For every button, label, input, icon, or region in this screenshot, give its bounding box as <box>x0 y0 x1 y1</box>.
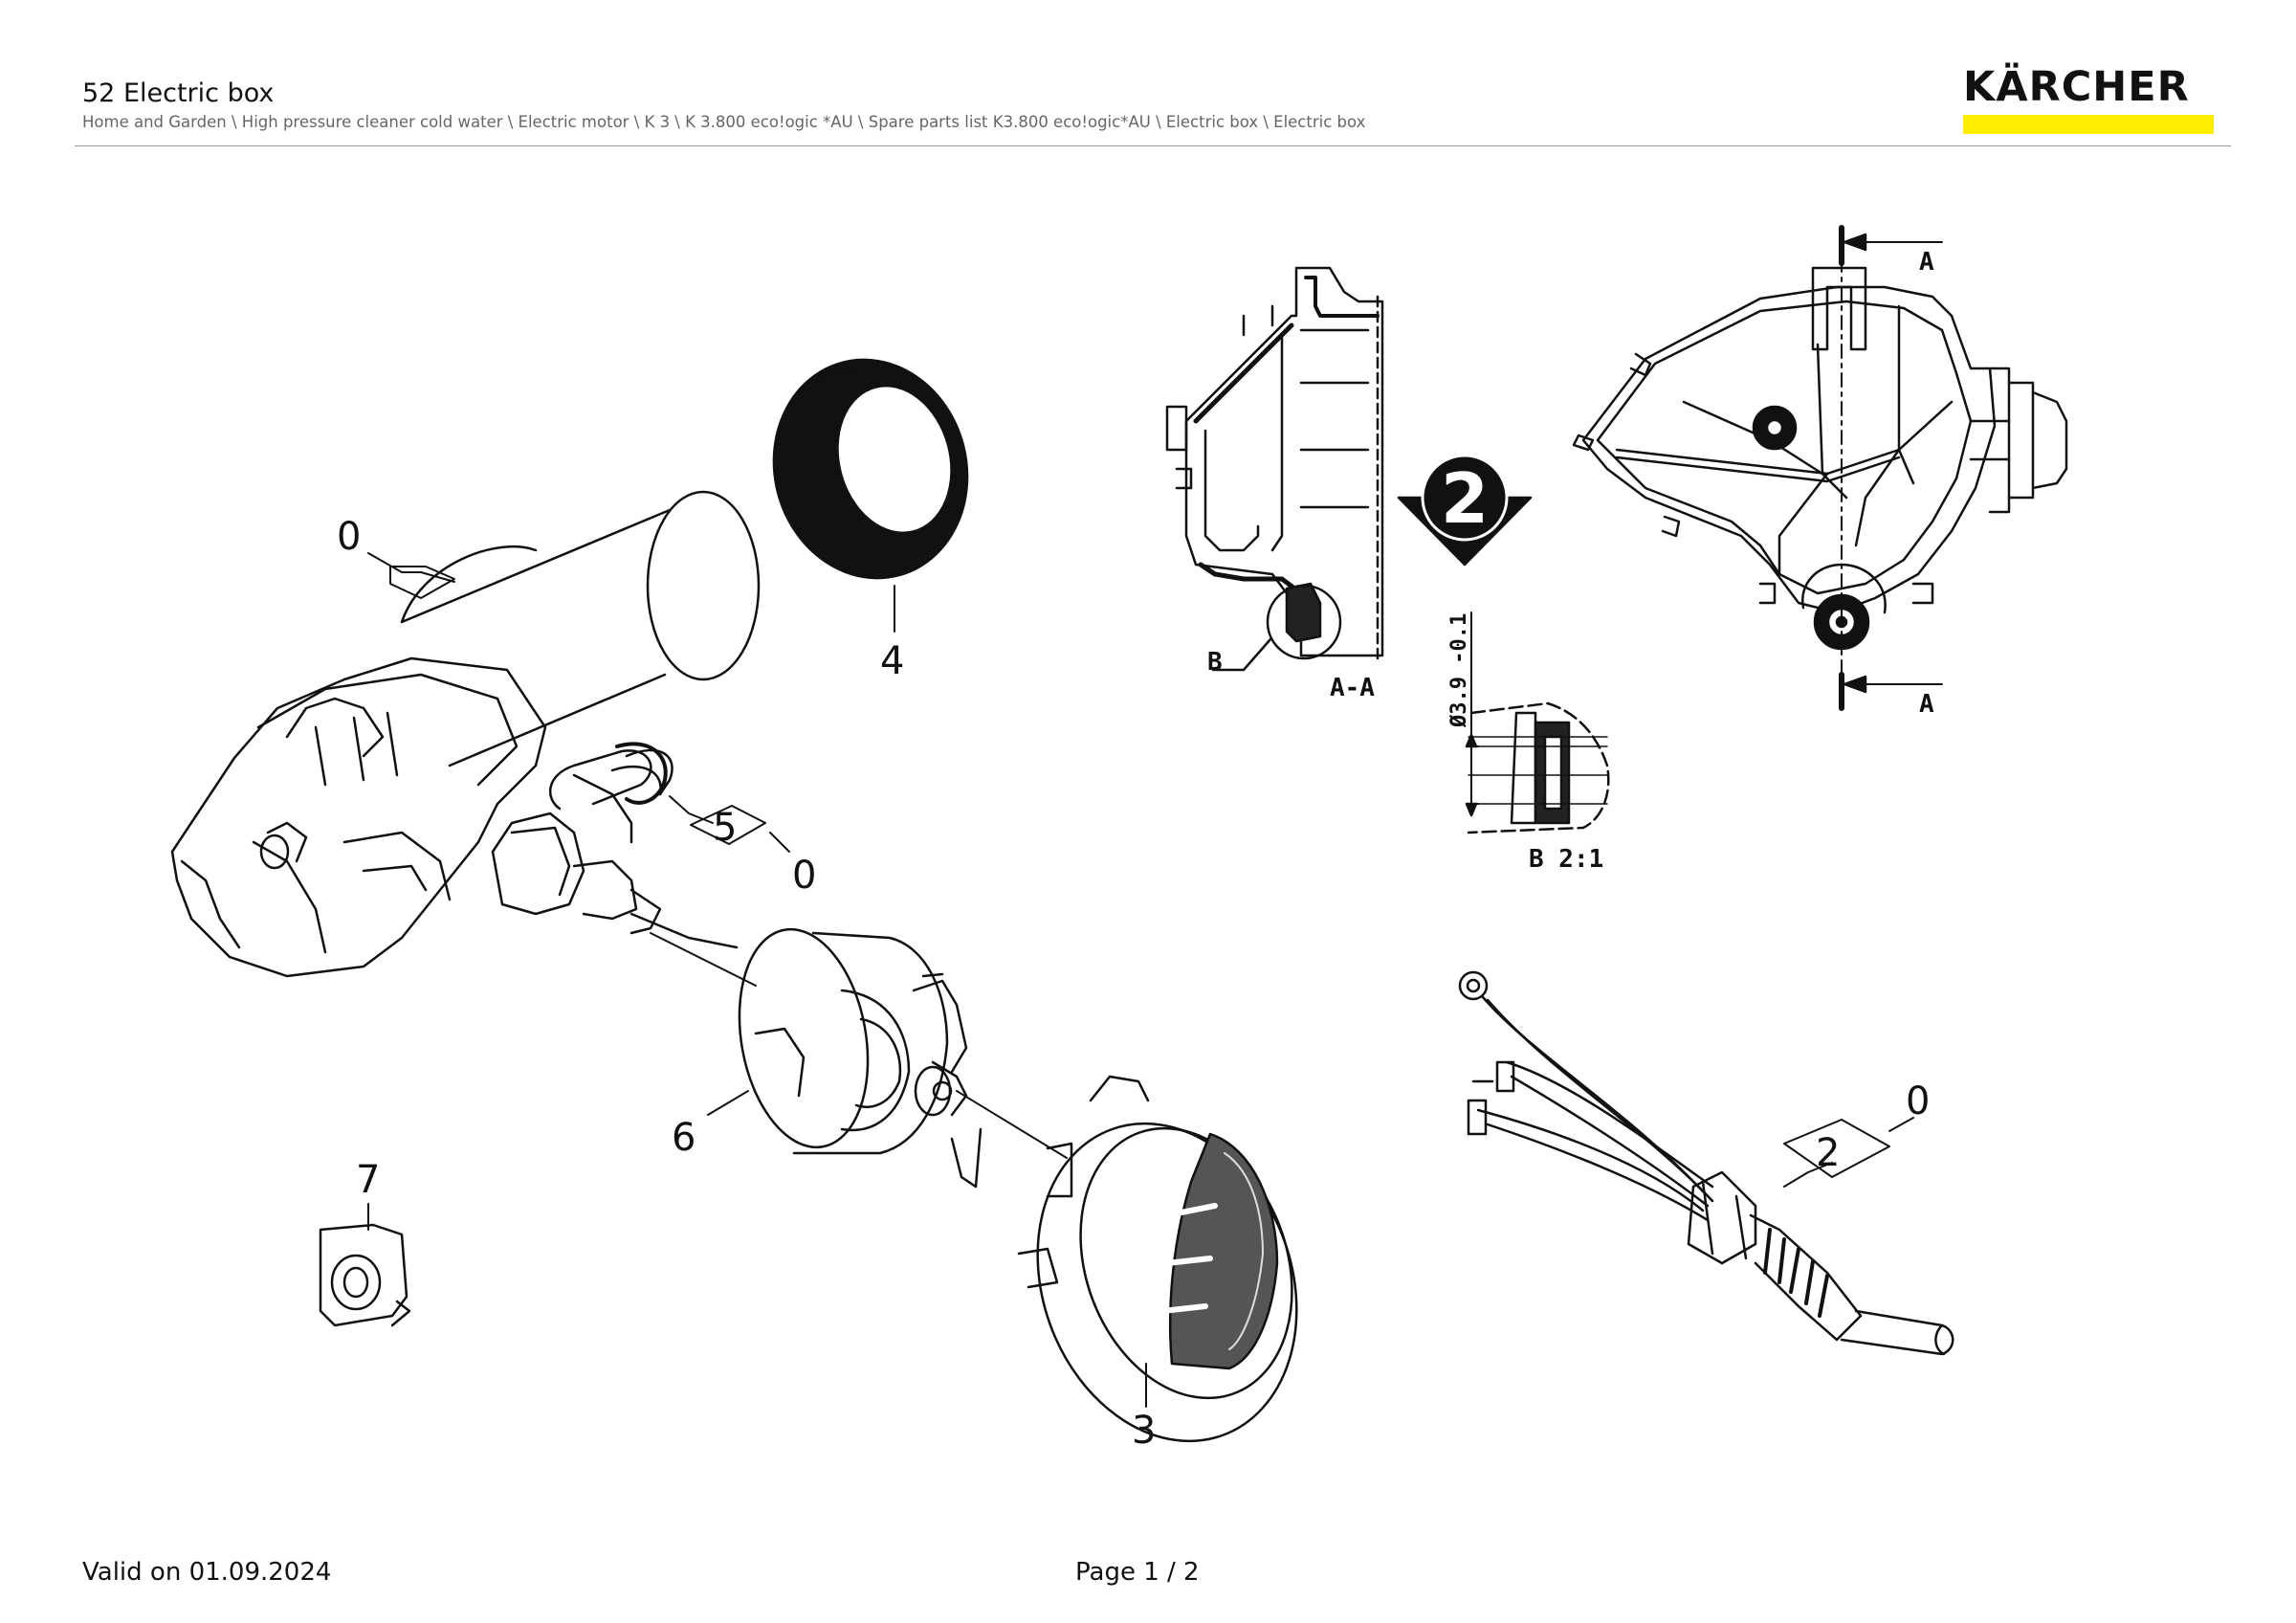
detail-view-drawing <box>1465 611 1610 834</box>
callout-leaders <box>367 552 1914 1408</box>
brand-wordmark: KÄRCHER <box>1963 63 2190 111</box>
header-divider <box>75 145 2231 146</box>
sealing-ring-drawing <box>772 358 969 580</box>
callout-nut: 7 <box>356 1158 380 1202</box>
front-cover-drawing <box>1017 1075 1298 1443</box>
view-arrow-badge <box>1397 454 1533 567</box>
detail-marker-label: B <box>1207 648 1223 677</box>
callout-front-cover: 3 <box>1132 1409 1156 1453</box>
electric-box-cap-drawing <box>738 927 982 1189</box>
callout-cable-loop: 5 <box>713 806 737 850</box>
section-view-drawing <box>1165 266 1384 672</box>
callout-motor-parts-set: 0 <box>792 854 816 898</box>
callout-cable-set: 0 <box>1906 1079 1930 1123</box>
section-label: A-A <box>1330 674 1375 702</box>
callout-motor-assembly: 0 <box>337 515 361 559</box>
detail-view-label: B 2:1 <box>1529 845 1603 874</box>
breadcrumb[interactable]: Home and Garden \ High pressure cleaner … <box>82 113 1366 131</box>
callout-electric-box-cap: 6 <box>672 1116 695 1160</box>
view-badge-number: 2 <box>1441 458 1489 539</box>
nut-drawing <box>319 1223 411 1327</box>
callout-sealing-ring: 4 <box>880 639 904 683</box>
section-arrow-bottom-label: A <box>1919 690 1934 719</box>
dimension-label: Ø3.9 -0.1 <box>1447 613 1471 728</box>
validity-date: Valid on 01.09.2024 <box>82 1558 332 1587</box>
electric-motor-drawing <box>170 490 761 987</box>
page-indicator: Page 1 / 2 <box>1075 1558 1200 1587</box>
brand-yellow-bar <box>1963 115 2214 134</box>
callout-mains-cable: 2 <box>1816 1131 1840 1175</box>
mains-cable-drawing <box>1458 970 1954 1356</box>
electric-box-front-view-drawing <box>1572 225 2068 711</box>
page-title: 52 Electric box <box>82 78 275 108</box>
section-arrow-top-label: A <box>1919 248 1934 277</box>
brand-logo: KÄRCHER <box>1963 65 2216 134</box>
